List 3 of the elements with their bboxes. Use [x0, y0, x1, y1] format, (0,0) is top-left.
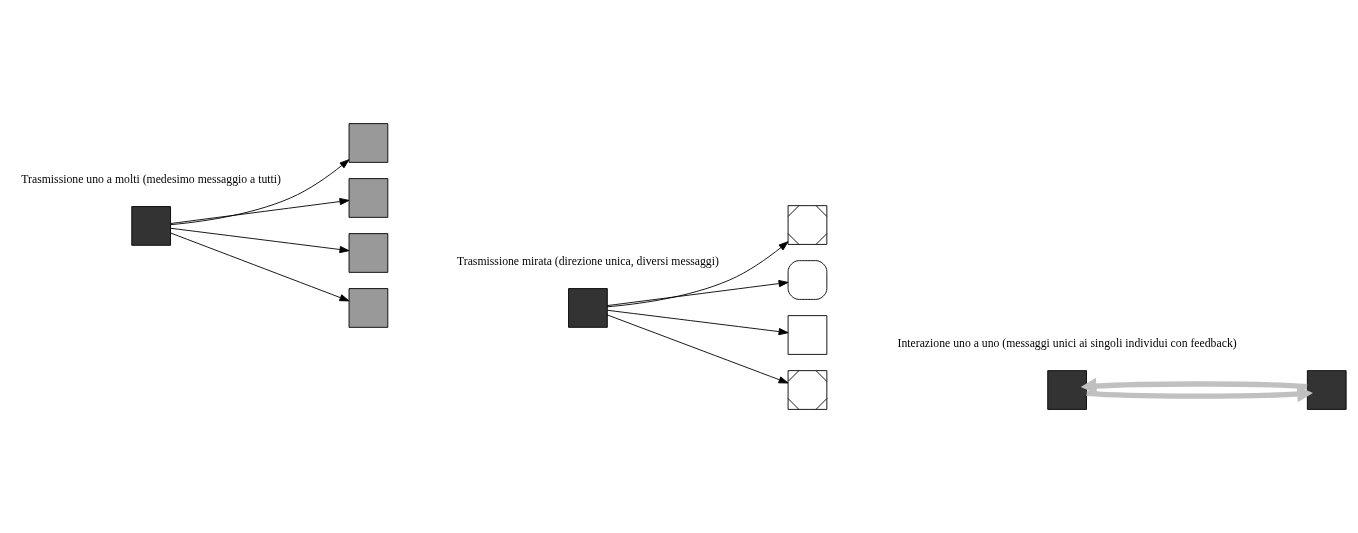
label: Interazione uno a uno (messaggi unici ai singoli individui con feedback)	[897, 337, 1237, 351]
label: Trasmissione uno a molti (medesimo messaggio a tutti)	[21, 173, 281, 187]
label: Trasmissione mirata (direzione unica, diversi messaggi)	[457, 255, 719, 269]
